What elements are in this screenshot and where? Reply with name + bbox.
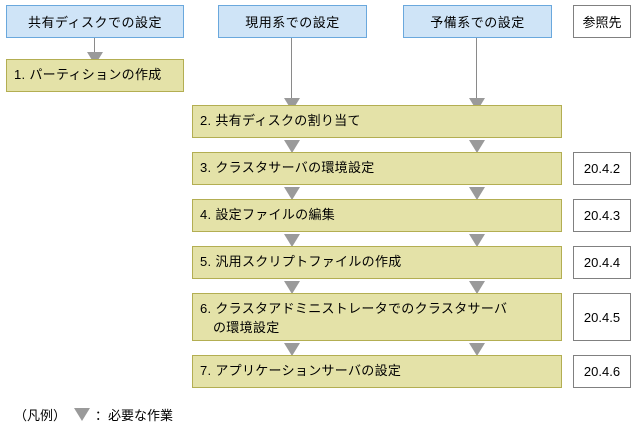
arrow-head-to-step-6-right [469, 281, 485, 294]
connector-line-standby-node [476, 38, 477, 100]
reference-box-4: 20.4.3 [573, 199, 631, 232]
step-label-line2: の環境設定 [213, 319, 280, 335]
arrow-head-to-step-3-right [469, 140, 485, 153]
arrow-head-to-step-3-left [284, 140, 300, 153]
reference-label: 20.4.4 [583, 255, 621, 270]
column-header-label: 参照先 [582, 15, 622, 30]
reference-box-7: 20.4.6 [573, 355, 631, 388]
step-box-5: 5. 汎用スクリプトファイルの作成 [192, 246, 562, 279]
connector-line-shared-disk [94, 38, 95, 54]
step-box-2: 2. 共有ディスクの割り当て [192, 105, 562, 138]
step-label: 4. 設定ファイルの編集 [200, 207, 336, 223]
step-box-6: 6. クラスタアドミニストレータでのクラスタサーバ の環境設定 [192, 293, 562, 341]
step-label: 7. アプリケーションサーバの設定 [200, 363, 402, 379]
step-box-1: 1. パーティションの作成 [6, 59, 184, 92]
reference-label: 20.4.3 [583, 208, 621, 223]
step-box-3: 3. クラスタサーバの環境設定 [192, 152, 562, 185]
legend-separator: ： [95, 408, 109, 423]
arrow-head-to-step-4-left [284, 187, 300, 200]
step-box-7: 7. アプリケーションサーバの設定 [192, 355, 562, 388]
arrow-head-to-step-5-left [284, 234, 300, 247]
arrow-head-to-step-7-right [469, 343, 485, 356]
reference-label: 20.4.2 [583, 161, 621, 176]
arrow-head-to-step-6-left [284, 281, 300, 294]
arrow-head-to-step-5-right [469, 234, 485, 247]
legend-prefix: （凡例） [14, 408, 67, 423]
column-header-shared-disk: 共有ディスクでの設定 [6, 5, 184, 38]
reference-label: 20.4.6 [583, 364, 621, 379]
connector-line-active-node [291, 38, 292, 100]
reference-box-5: 20.4.4 [573, 246, 631, 279]
reference-box-6: 20.4.5 [573, 293, 631, 341]
step-label: 1. パーティションの作成 [14, 67, 162, 83]
step-label: 3. クラスタサーバの環境設定 [200, 160, 375, 176]
reference-box-3: 20.4.2 [573, 152, 631, 185]
column-header-standby-node: 予備系での設定 [403, 5, 552, 38]
column-header-label: 予備系での設定 [430, 15, 525, 30]
step-label: 6. クラスタアドミニストレータでのクラスタサーバ [200, 301, 508, 316]
arrow-head-to-step-4-right [469, 187, 485, 200]
step-label: 5. 汎用スクリプトファイルの作成 [200, 254, 402, 270]
arrow-head-to-step-7-left [284, 343, 300, 356]
column-header-active-node: 現用系での設定 [218, 5, 367, 38]
down-arrow-icon [74, 408, 91, 421]
legend-text: 必要な作業 [108, 408, 174, 423]
column-header-reference: 参照先 [573, 5, 631, 38]
column-header-label: 共有ディスクでの設定 [27, 15, 163, 30]
step-label: 2. 共有ディスクの割り当て [200, 113, 361, 129]
reference-label: 20.4.5 [583, 309, 621, 325]
column-header-label: 現用系での設定 [245, 15, 340, 30]
step-box-4: 4. 設定ファイルの編集 [192, 199, 562, 232]
legend: （凡例） ： 必要な作業 [14, 405, 173, 424]
